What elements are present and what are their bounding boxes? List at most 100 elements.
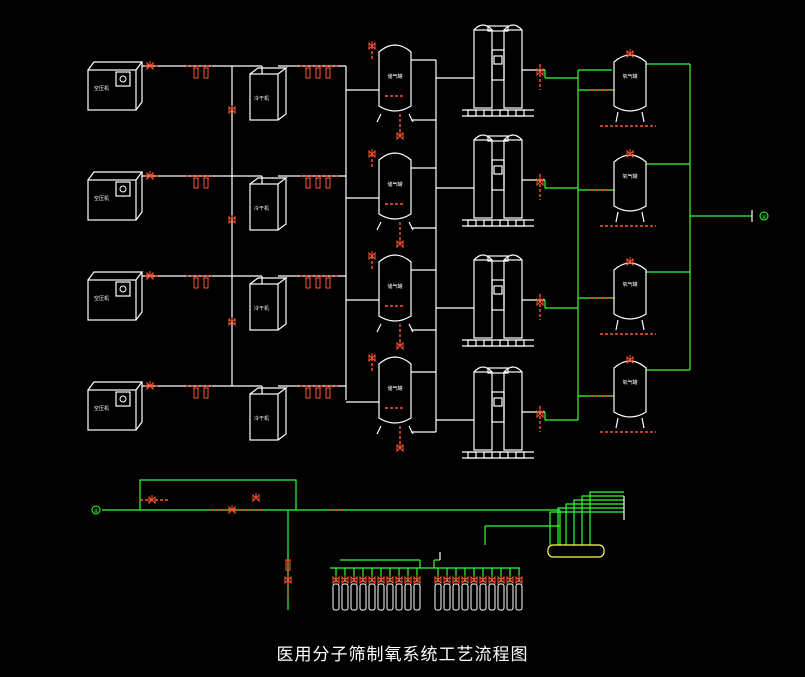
dryer-box <box>249 393 279 441</box>
compressor-box <box>87 389 137 431</box>
valve-icon <box>396 443 404 453</box>
filter-icon <box>193 67 199 79</box>
label-layer: 空压机冷干机空压机冷干机空压机冷干机空压机冷干机储气罐储气罐储气罐储气罐氧气罐氧… <box>93 73 766 515</box>
filter-body <box>305 277 311 289</box>
compressor-box <box>87 279 137 321</box>
valve-icon <box>341 575 349 585</box>
air-tank-label: 储气罐 <box>387 283 402 290</box>
filter-icon <box>193 387 199 399</box>
filter-body <box>305 67 311 79</box>
filter-body <box>315 177 321 189</box>
valve-body <box>452 575 460 585</box>
valve-icon <box>443 575 451 585</box>
outlet-pipe <box>565 503 624 545</box>
tank-leg <box>376 425 382 435</box>
dryer-label: 冷干机 <box>254 415 269 422</box>
valve-body <box>497 575 505 585</box>
base-foot <box>515 339 525 347</box>
oxygen-cylinder <box>452 583 460 611</box>
filter-icon <box>203 277 209 289</box>
oxygen-tank <box>613 360 647 418</box>
dryer-side <box>277 278 287 331</box>
compressor-panel <box>115 281 131 297</box>
oxygen-tank <box>613 54 647 112</box>
compressor-panel <box>115 181 131 197</box>
compressor-label: 空压机 <box>94 85 109 92</box>
tank-leg <box>376 113 382 123</box>
air-tank <box>378 254 412 322</box>
base-foot <box>515 219 525 227</box>
valve-body <box>506 575 514 585</box>
valve-body <box>377 575 385 585</box>
tank-leg <box>615 319 619 331</box>
filter-body <box>203 177 209 189</box>
oxygen-cylinder <box>413 583 421 611</box>
display-icon <box>493 397 503 407</box>
valve-icon <box>536 177 544 187</box>
valve-body <box>536 177 544 187</box>
valve-icon <box>536 67 544 77</box>
gauge-icon <box>119 395 127 403</box>
valve-body <box>626 257 634 267</box>
filter-icon <box>193 177 199 189</box>
valve-body <box>396 239 404 249</box>
filter-icon <box>325 177 331 189</box>
base-foot <box>483 339 493 347</box>
compressor-label: 空压机 <box>94 295 109 302</box>
connector-label: ④ <box>761 214 766 221</box>
filter-body <box>193 387 199 399</box>
valve-icon <box>536 409 544 419</box>
filter-body <box>305 177 311 189</box>
adsorber-column <box>473 259 493 339</box>
base-foot <box>499 219 509 227</box>
dryer-box <box>249 283 279 331</box>
tank-leg <box>408 425 414 435</box>
outlet-pipe <box>589 491 624 545</box>
tank-leg <box>641 111 645 123</box>
base-foot <box>467 109 477 117</box>
tank-leg <box>408 323 414 333</box>
valve-body <box>368 575 376 585</box>
oxygen-cylinder <box>515 583 523 611</box>
valve-icon <box>146 171 154 181</box>
filter-icon <box>203 387 209 399</box>
valve-body <box>396 443 404 453</box>
filter-body <box>315 387 321 399</box>
adsorber-column <box>473 139 493 219</box>
adsorber-column <box>503 139 523 219</box>
column-dome <box>473 366 493 373</box>
tank-leg <box>615 211 619 223</box>
valve-body <box>536 297 544 307</box>
filter-icon <box>305 277 311 289</box>
valve-icon <box>368 251 376 261</box>
tank-leg <box>615 417 619 429</box>
compressor-panel <box>115 71 131 87</box>
tank-leg <box>376 323 382 333</box>
oxygen-tank <box>613 154 647 212</box>
valve-icon <box>228 317 236 327</box>
filter-icon <box>325 277 331 289</box>
column-dome <box>503 134 523 141</box>
base-foot <box>467 451 477 459</box>
valve-body <box>536 409 544 419</box>
display-icon <box>493 165 503 175</box>
valve-body <box>146 171 154 181</box>
filter-icon <box>325 387 331 399</box>
valve-icon <box>626 355 634 365</box>
base-foot <box>515 451 525 459</box>
compressor-side <box>135 62 143 111</box>
column-dome <box>473 24 493 31</box>
connector-label: ④ <box>93 508 98 515</box>
filter-body <box>315 67 321 79</box>
base-foot <box>499 451 509 459</box>
column-dome <box>503 366 523 373</box>
valve-body <box>368 353 376 363</box>
control-panel <box>491 49 505 81</box>
valve-icon <box>626 257 634 267</box>
valve-body <box>252 493 260 503</box>
filter-body <box>193 277 199 289</box>
adsorber-column <box>503 29 523 109</box>
outlet-pipe <box>573 499 624 545</box>
filter-icon <box>325 67 331 79</box>
